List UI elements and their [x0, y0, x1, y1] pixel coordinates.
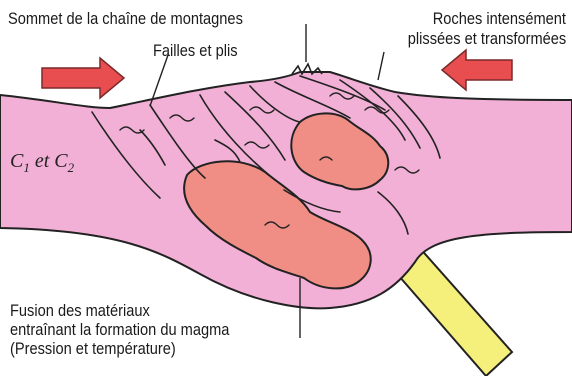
compression-arrow-right [442, 50, 512, 90]
label-rocks-line1: Roches intensément [433, 10, 566, 28]
rocks-leader [378, 52, 384, 80]
label-fusion-line3: (Pression et température) [10, 340, 176, 358]
label-rocks-line2: plissées et transformées [408, 30, 566, 48]
crust-c2: C [54, 150, 67, 172]
crust-c1: C [10, 150, 23, 172]
compression-arrow-left [42, 58, 124, 98]
label-crust-plates: C1 et C2 [10, 150, 74, 176]
crust-joiner: et [30, 150, 54, 172]
crust-c2-sub: 2 [68, 160, 75, 175]
label-fusion-line1: Fusion des matériaux [10, 302, 150, 320]
label-fusion-line2: entraînant la formation du magma [10, 321, 229, 339]
label-summit: Sommet de la chaîne de montagnes [8, 10, 243, 28]
label-faults-folds: Failles et plis [153, 42, 238, 60]
